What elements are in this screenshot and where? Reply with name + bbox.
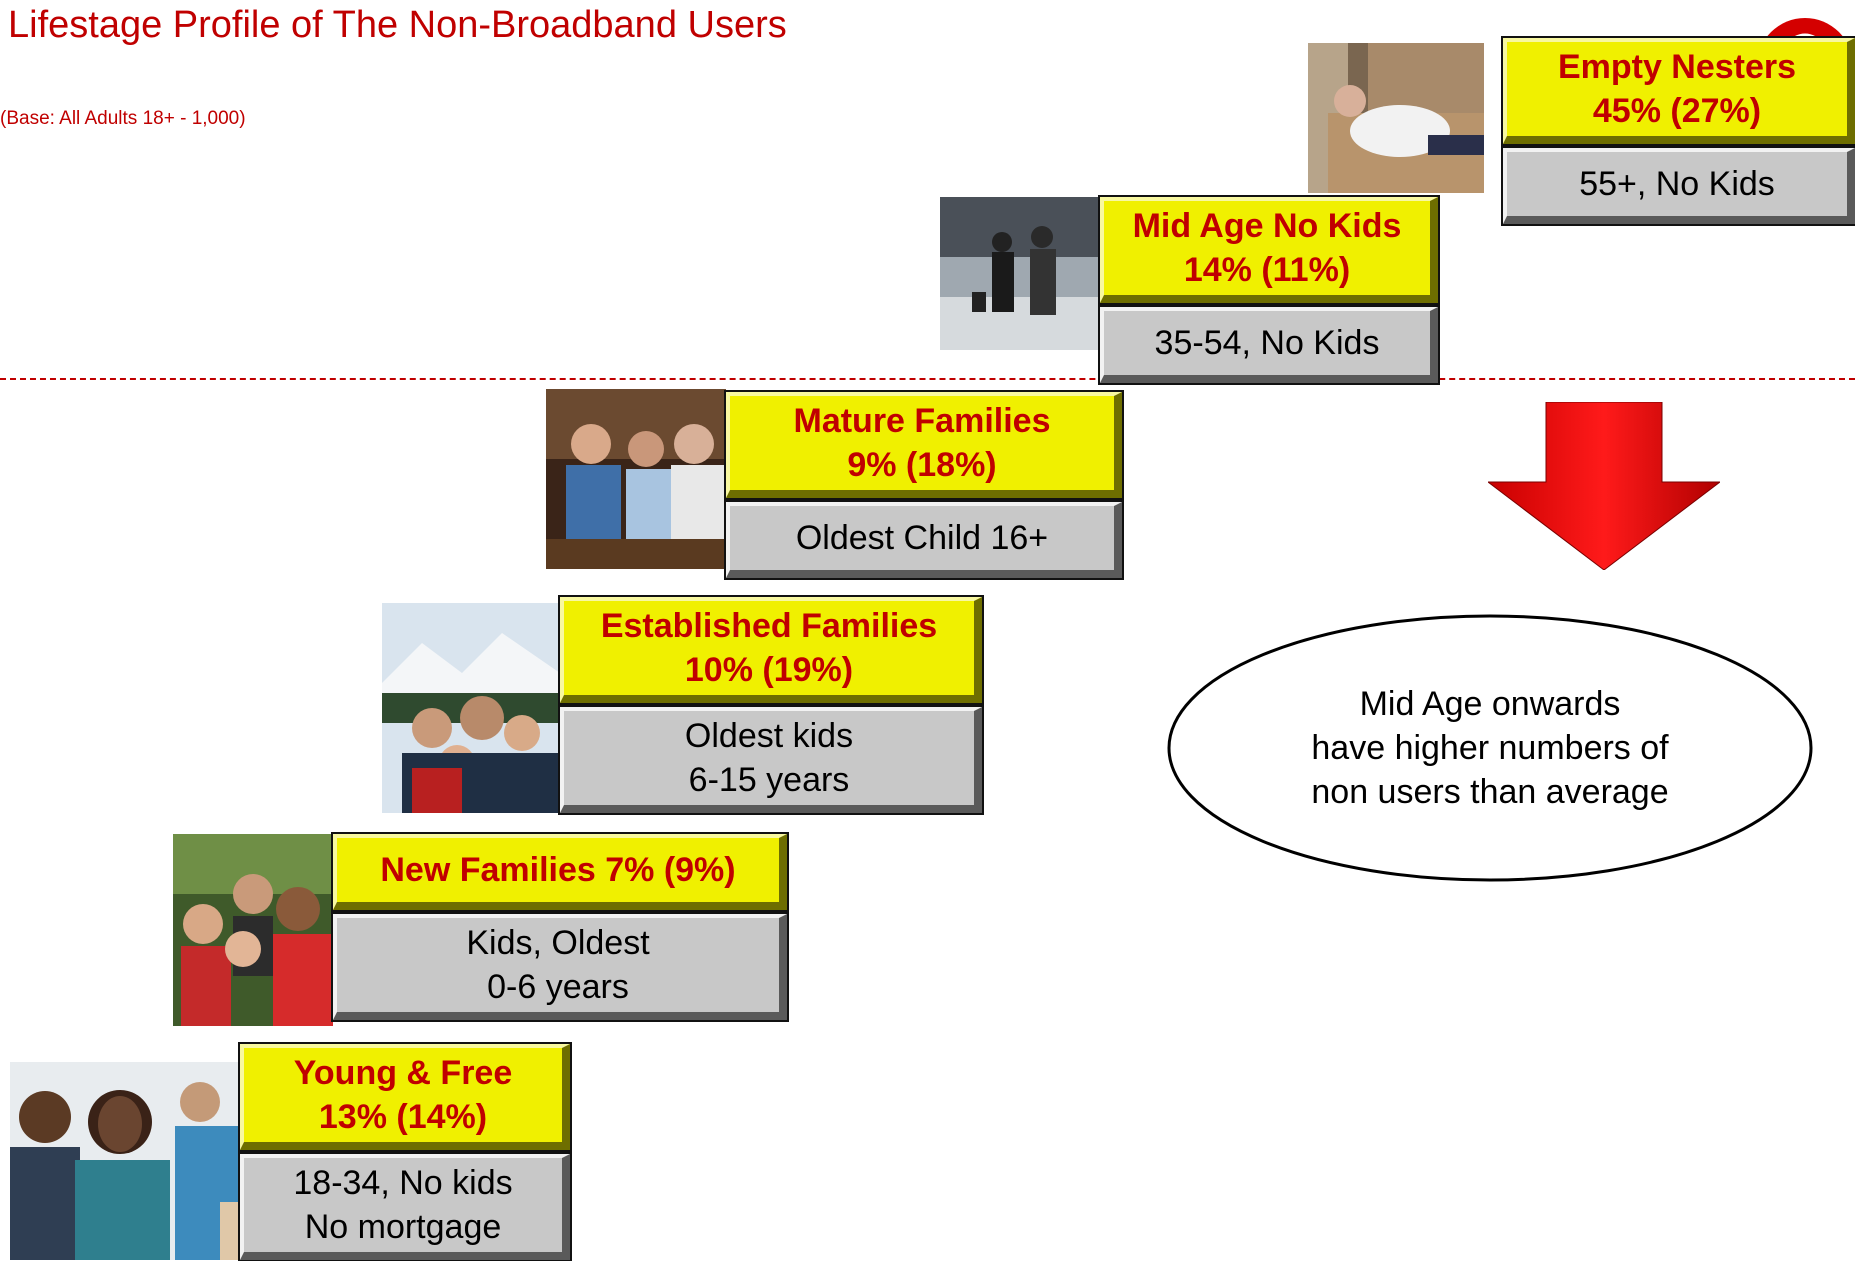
- new-families-label: New Families 7% (9%): [333, 834, 787, 910]
- empty-nesters-photo: [1308, 43, 1484, 193]
- empty-nesters-description-text: 55+, No Kids: [1579, 165, 1775, 203]
- page-subtitle: (Base: All Adults 18+ - 1,000): [0, 108, 246, 129]
- mature-families-photo: [546, 389, 726, 569]
- empty-nesters-label: Empty Nesters 45% (27%): [1503, 38, 1855, 144]
- empty-nesters-label-text: Empty Nesters 45% (27%): [1557, 48, 1797, 130]
- young-free-description: 18-34, No kids No mortgage: [240, 1154, 570, 1260]
- new-families-description-text: Kids, Oldest 0-6 years: [466, 924, 650, 1006]
- mid-age-no-kids-label: Mid Age No Kids 14% (11%): [1100, 197, 1438, 303]
- mid-age-no-kids-label-text: Mid Age No Kids 14% (11%): [1132, 207, 1402, 289]
- empty-nesters-description: 55+, No Kids: [1503, 148, 1855, 224]
- established-families-description: Oldest kids 6-15 years: [560, 707, 982, 813]
- young-free-label: Young & Free 13% (14%): [240, 1044, 570, 1150]
- callout-ellipse: [1167, 614, 1813, 882]
- new-families-photo: [173, 834, 333, 1026]
- callout: Mid Age onwards have higher numbers of n…: [1165, 612, 1815, 884]
- established-families-label-text: Established Families 10% (19%): [600, 607, 938, 689]
- new-families-label-text: New Families 7% (9%): [380, 851, 736, 889]
- established-families-label: Established Families 10% (19%): [560, 597, 982, 703]
- mid-age-no-kids-description-text: 35-54, No Kids: [1154, 324, 1380, 362]
- young-free-photo: [10, 1062, 240, 1260]
- young-free-label-text: Young & Free 13% (14%): [293, 1054, 513, 1136]
- established-families-photo: [382, 603, 560, 813]
- young-free-description-text: 18-34, No kids No mortgage: [293, 1164, 513, 1246]
- down-arrow-icon: [1488, 402, 1720, 570]
- mid-age-no-kids-photo: [940, 197, 1100, 350]
- page-title: Lifestage Profile of The Non-Broadband U…: [8, 4, 787, 46]
- mature-families-label-text: Mature Families 9% (18%): [793, 402, 1051, 484]
- mature-families-description-text: Oldest Child 16+: [795, 519, 1049, 557]
- established-families-description-text: Oldest kids 6-15 years: [684, 717, 854, 799]
- average-divider-line: [0, 378, 1855, 380]
- mid-age-no-kids-description: 35-54, No Kids: [1100, 307, 1438, 383]
- mature-families-description: Oldest Child 16+: [726, 502, 1122, 578]
- callout-text: Mid Age onwards have higher numbers of n…: [1311, 685, 1669, 811]
- mature-families-label: Mature Families 9% (18%): [726, 392, 1122, 498]
- new-families-description: Kids, Oldest 0-6 years: [333, 914, 787, 1020]
